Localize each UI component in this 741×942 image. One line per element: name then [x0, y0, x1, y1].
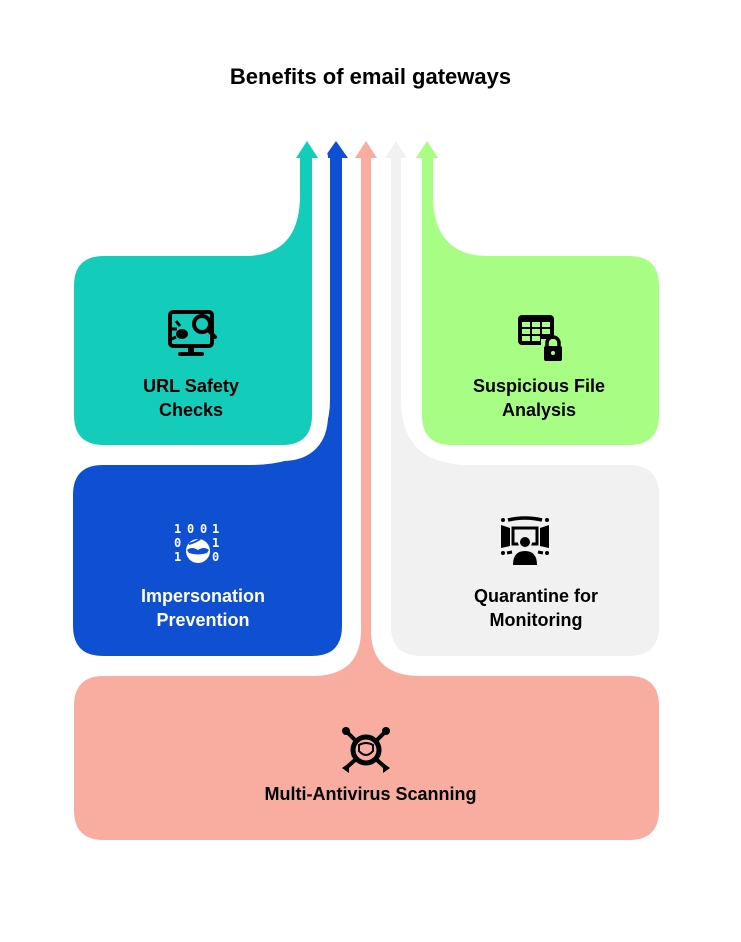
svg-text:0: 0 [187, 522, 194, 536]
stem-quarantine [391, 158, 401, 458]
svg-text:0: 0 [200, 522, 207, 536]
url-safety-label: URL Safety Checks [104, 374, 278, 422]
monitor-bug-search-icon [168, 310, 217, 356]
suspicious-shape [406, 141, 675, 461]
quarantine-label: Quarantine for Monitoring [436, 584, 636, 632]
stem-impersonation [330, 158, 342, 458]
label-line: Multi-Antivirus Scanning [264, 784, 477, 804]
label-line: Checks [158, 400, 224, 420]
svg-text:1: 1 [174, 522, 181, 536]
suspicious-file-label: Suspicious File Analysis [452, 374, 626, 422]
impersonation-shape [73, 141, 348, 656]
arrowhead-antivirus [355, 141, 377, 158]
arrowhead-impersonation [324, 141, 348, 158]
label-line: Impersonation [140, 586, 265, 606]
label-line: Analysis [501, 400, 577, 420]
svg-text:1: 1 [212, 522, 219, 536]
label-line: Monitoring [489, 610, 583, 630]
impersonation-label: Impersonation Prevention [103, 584, 303, 632]
arrowhead-quarantine [385, 141, 407, 158]
stem-antivirus [361, 158, 371, 638]
label-line: Suspicious File [472, 376, 606, 396]
label-line: Prevention [156, 610, 250, 630]
svg-text:1: 1 [212, 536, 219, 550]
url-shape [58, 141, 328, 461]
arrowhead-suspicious [416, 141, 438, 158]
svg-text:0: 0 [212, 550, 219, 564]
svg-text:1: 1 [174, 550, 181, 564]
quarantine-shape [385, 141, 659, 656]
virus-shield-arrows-icon [342, 727, 390, 773]
monitoring-room-person-icon [501, 516, 549, 565]
diagram-title: Benefits of email gateways [229, 64, 512, 89]
spreadsheet-lock-icon [518, 315, 565, 361]
antivirus-label: Multi-Antivirus Scanning [200, 782, 541, 806]
stem-suspicious [422, 158, 433, 218]
label-line: URL Safety [143, 376, 239, 396]
label-line: Quarantine for [473, 586, 598, 606]
stem-url [300, 158, 312, 218]
svg-text:0: 0 [174, 536, 181, 550]
arrowhead-url [296, 141, 318, 158]
